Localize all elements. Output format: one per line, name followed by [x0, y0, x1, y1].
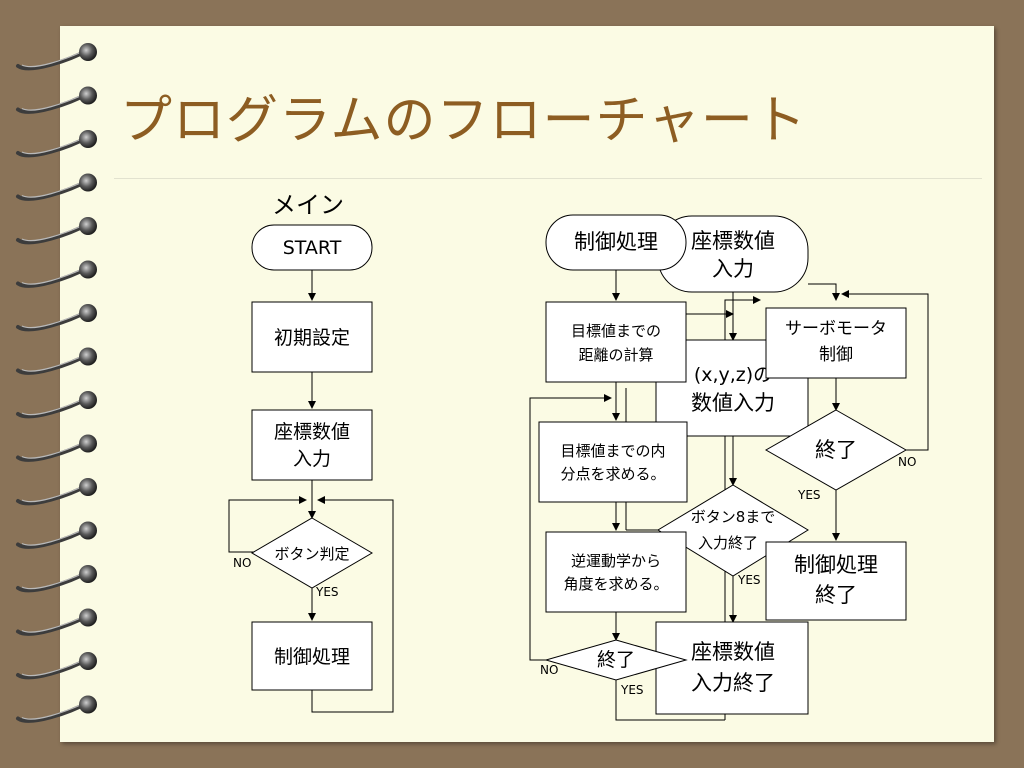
end-right-label: 終了 — [815, 438, 857, 462]
sub-coord-input-line2: 入力 — [712, 257, 754, 281]
binding-hole — [79, 43, 97, 61]
main-no-label: NO — [233, 556, 251, 570]
title-divider — [114, 178, 982, 179]
binding-hole — [79, 652, 97, 670]
right-yes-label: YES — [797, 488, 821, 502]
spiral-ring-highlight — [21, 702, 85, 720]
xyz-input-line2: 数値入力 — [691, 391, 775, 415]
binding-hole — [79, 347, 97, 366]
end-right-decision: 終了 — [764, 409, 908, 491]
inverse-kinematics-process: 逆運動学から 角度を求める。 — [545, 531, 687, 613]
control-process: 制御処理 — [251, 621, 373, 691]
control-terminal: 制御処理 — [545, 214, 687, 271]
start-terminal: START — [251, 224, 373, 271]
spiral-ring-highlight — [21, 354, 85, 372]
button8-decision: ボタン8まで 入力終了 — [657, 484, 809, 577]
coord-end-line1: 座標数値 — [691, 640, 775, 664]
main-heading: メイン — [272, 191, 344, 219]
button-check-decision: ボタン判定 — [251, 517, 373, 589]
spiral-ring-highlight — [21, 50, 85, 68]
servo-control-line2: 制御 — [819, 345, 853, 365]
init-process: 初期設定 — [251, 301, 373, 373]
ik-line2: 角度を求める。 — [563, 575, 668, 593]
page-title: プログラムのフローチャート — [120, 91, 807, 151]
coord-end-line2: 入力終了 — [691, 671, 775, 695]
binding-hole — [79, 521, 97, 540]
division-point-process: 目標値までの内 分点を求める。 — [538, 421, 688, 503]
spiral-ring-highlight — [21, 93, 85, 111]
main-heading-group: メイン — [272, 191, 344, 219]
binding-hole — [79, 434, 97, 453]
ik-line1: 逆運動学から — [571, 552, 661, 570]
button8-line1: ボタン8まで — [691, 508, 776, 526]
bottom-no-label: NO — [540, 663, 558, 677]
control-end-line2: 終了 — [815, 583, 857, 607]
binding-hole — [79, 217, 97, 235]
division-point-line2: 分点を求める。 — [560, 465, 665, 483]
end-bottom-decision: 終了 — [544, 639, 688, 681]
binding-hole — [79, 608, 97, 627]
spiral-ring-highlight — [21, 267, 85, 285]
spiral-ring-highlight — [21, 137, 85, 155]
main-yes-label: YES — [315, 585, 339, 599]
distance-calc-line1: 目標値までの — [571, 322, 661, 340]
binding-hole — [79, 478, 97, 496]
loop-end-right-no — [841, 290, 929, 451]
division-point-line1: 目標値までの内 — [560, 442, 665, 460]
spiral-ring-highlight — [21, 311, 85, 329]
spiral-ring-highlight — [21, 398, 85, 416]
spiral-ring-highlight — [21, 441, 85, 459]
coord-input-terminal: 座標数値 入力 — [657, 215, 809, 293]
spiral-ring-highlight — [21, 572, 85, 590]
loop-button-no — [228, 496, 307, 553]
binding-hole — [79, 695, 97, 714]
coord-end-process: 座標数値 入力終了 — [655, 621, 809, 715]
button8-line2: 入力終了 — [698, 534, 758, 552]
sub-coord-input-line1: 座標数値 — [691, 229, 775, 253]
button-check-label: ボタン判定 — [274, 545, 349, 563]
binding-hole — [79, 565, 97, 583]
coord-input-process: 座標数値 入力 — [251, 409, 373, 481]
binding-hole — [79, 86, 97, 105]
binding-hole — [79, 173, 97, 192]
servo-control-process: サーボモータ 制御 — [765, 307, 907, 379]
control-end-process: 制御処理 終了 — [765, 541, 907, 621]
loop-control-back — [311, 496, 394, 713]
init-label: 初期設定 — [274, 327, 350, 349]
notebook-page — [60, 26, 994, 742]
binding-hole — [79, 260, 97, 279]
spiral-ring-highlight — [21, 659, 85, 677]
coord-input-line2: 入力 — [293, 448, 331, 470]
end-bottom-label: 終了 — [597, 649, 635, 671]
control-end-line1: 制御処理 — [794, 553, 878, 577]
mid-yes-label: YES — [737, 573, 761, 587]
servo-control-line1: サーボモータ — [785, 319, 887, 339]
spiral-ring-highlight — [21, 224, 85, 242]
spiral-ring-highlight — [21, 615, 85, 633]
bottom-yes-label: YES — [620, 683, 644, 697]
right-no-label: NO — [898, 455, 916, 469]
arrow-to-servo — [808, 283, 840, 301]
loop-end-no — [529, 394, 612, 661]
spiral-ring-highlight — [21, 528, 85, 546]
line-end-yes — [615, 680, 725, 721]
sub-control-label: 制御処理 — [574, 230, 658, 254]
binding-hole — [79, 391, 97, 409]
binding-hole — [79, 304, 97, 322]
spiral-ring-highlight — [21, 485, 85, 503]
spiral-binding — [16, 43, 97, 723]
coord-input-line1: 座標数値 — [274, 421, 350, 443]
distance-calc-process: 目標値までの 距離の計算 — [545, 301, 687, 383]
distance-calc-line2: 距離の計算 — [578, 346, 653, 364]
spiral-ring-highlight — [21, 180, 85, 198]
control-label: 制御処理 — [274, 646, 350, 668]
connectors — [228, 270, 929, 721]
xyz-input-line1: (x,y,z)の — [694, 364, 772, 386]
start-label: START — [283, 237, 342, 259]
binding-hole — [79, 130, 97, 148]
line-mid-up — [724, 296, 761, 720]
